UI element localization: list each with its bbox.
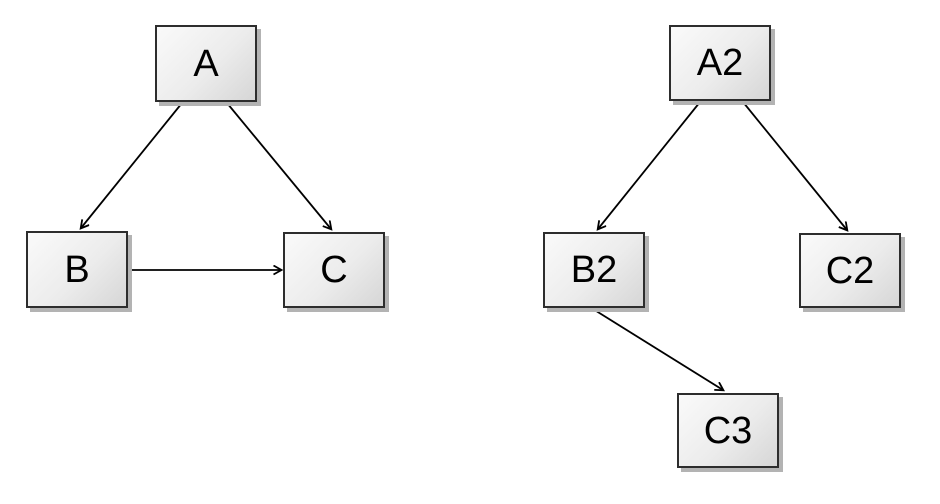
node-label-C3: C3 — [703, 409, 753, 452]
node-A[interactable]: A — [155, 25, 257, 102]
edge-A2-to-B2[interactable] — [598, 101, 701, 229]
node-B2[interactable]: B2 — [543, 232, 645, 308]
node-label-B: B — [64, 248, 90, 291]
edge-A-to-B[interactable] — [81, 102, 183, 228]
node-C2[interactable]: C2 — [799, 233, 901, 308]
node-B[interactable]: B — [26, 231, 128, 308]
edge-B2-to-C3[interactable] — [592, 308, 723, 390]
node-label-A: A — [193, 42, 219, 85]
node-label-C2: C2 — [825, 249, 875, 292]
node-C3[interactable]: C3 — [677, 393, 779, 468]
edge-A2-to-C2[interactable] — [742, 101, 847, 230]
node-C[interactable]: C — [283, 232, 385, 308]
node-label-C: C — [320, 249, 348, 291]
node-label-A2: A2 — [696, 42, 744, 84]
node-A2[interactable]: A2 — [669, 25, 771, 101]
node-label-B2: B2 — [570, 249, 618, 291]
edge-A-to-C[interactable] — [226, 102, 331, 229]
